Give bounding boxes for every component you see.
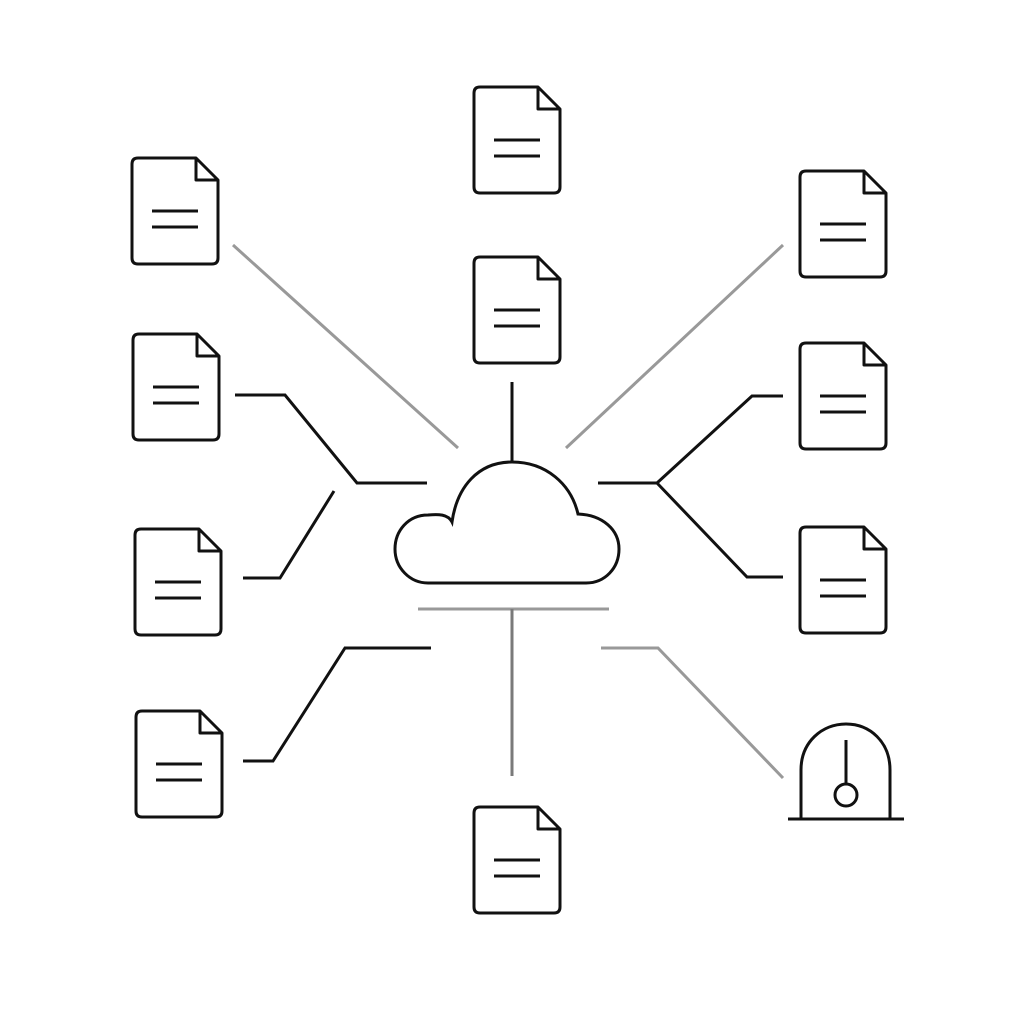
document-fold (197, 529, 221, 553)
document-icon (798, 169, 888, 279)
connector-left-1 (235, 393, 427, 485)
document-icon (798, 341, 888, 451)
connector-left-3 (243, 646, 431, 763)
connector-left-2 (243, 490, 336, 580)
document-icon (133, 527, 223, 637)
connector-device (601, 646, 785, 780)
connector-right-fork (598, 394, 783, 485)
cloud-icon (393, 460, 621, 585)
document-icon (472, 255, 562, 365)
connector-top-right (564, 243, 785, 450)
document-fold (862, 343, 886, 367)
connectors (231, 243, 785, 780)
document-icon (131, 332, 221, 442)
document-fold (194, 158, 218, 182)
connector-top-left (231, 243, 460, 450)
document-fold (862, 171, 886, 195)
document-fold (536, 807, 560, 831)
document-fold (198, 711, 222, 735)
document-fold (536, 257, 560, 281)
document-icon (798, 525, 888, 635)
documents (130, 85, 888, 915)
timer-device-icon (788, 722, 904, 821)
cloud-outline (393, 460, 621, 585)
document-fold (536, 87, 560, 111)
document-icon (130, 156, 220, 266)
document-icon (472, 805, 562, 915)
document-icon (472, 85, 562, 195)
device-knob (833, 782, 859, 808)
document-fold (195, 334, 219, 358)
document-fold (862, 527, 886, 551)
document-icon (134, 709, 224, 819)
connector-right-fork-lower (655, 481, 783, 579)
